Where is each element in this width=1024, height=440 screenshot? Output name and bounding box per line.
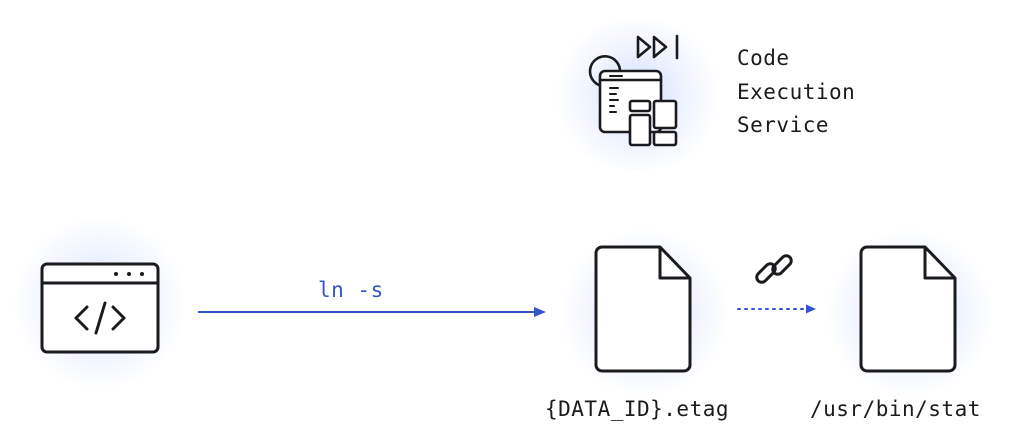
file-icon	[594, 245, 692, 373]
command-label: ln -s	[318, 278, 384, 302]
symlink-dotted-arrow	[737, 304, 816, 314]
file-icon	[859, 245, 957, 373]
file-label-usr-bin-stat: /usr/bin/stat	[810, 397, 981, 421]
code-browser-window-icon	[40, 262, 160, 354]
code-execution-service-icon	[588, 34, 679, 147]
chain-link-icon	[755, 254, 793, 284]
service-label-line-2: Execution	[737, 79, 856, 104]
symlink-command-arrow	[198, 307, 546, 317]
service-label: Code Execution Service	[737, 42, 855, 143]
service-label-line-3: Service	[737, 113, 830, 137]
file-label-data-id: {DATA_ID}.etag	[545, 397, 730, 421]
service-label-line-1: Code	[737, 46, 790, 70]
